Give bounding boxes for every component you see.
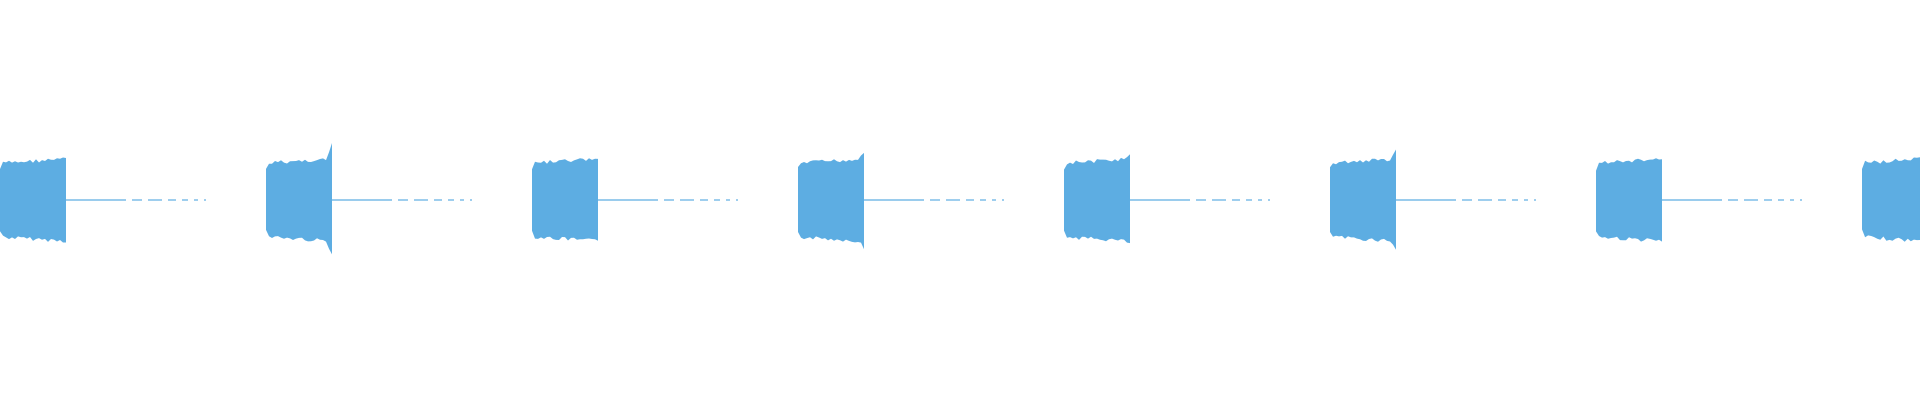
- waveform-burst: [532, 158, 598, 241]
- waveform-burst: [1330, 149, 1396, 250]
- waveform-burst: [266, 143, 332, 255]
- waveform-burst: [0, 157, 66, 243]
- waveform-burst: [1596, 158, 1662, 242]
- waveform-burst: [798, 152, 864, 250]
- waveform-burst: [1862, 157, 1920, 242]
- waveform-burst: [1064, 154, 1130, 244]
